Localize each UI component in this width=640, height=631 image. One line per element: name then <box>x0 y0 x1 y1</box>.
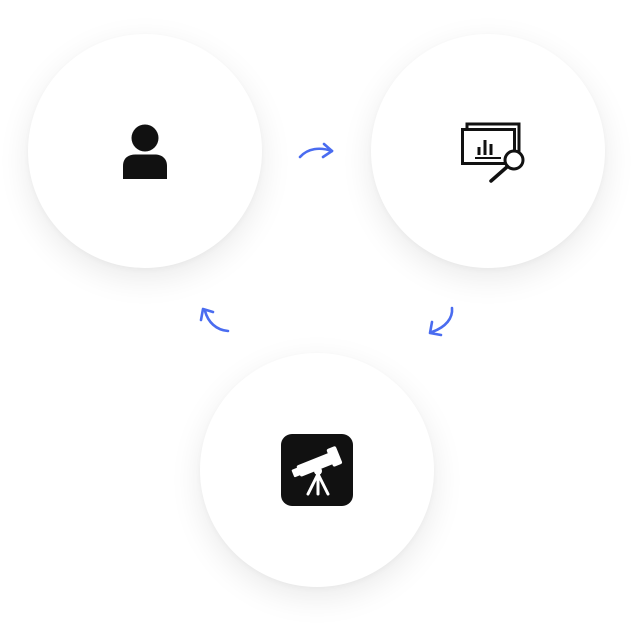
user-node <box>28 34 262 268</box>
observe-node <box>200 353 434 587</box>
curved-arrow-down-left-icon <box>428 306 454 337</box>
analytics-node <box>371 34 605 268</box>
curved-arrow-right-icon <box>298 142 334 159</box>
telescope-icon <box>281 434 353 506</box>
report-search-icon <box>461 122 525 183</box>
user-icon <box>123 124 167 179</box>
curved-arrow-up-left-icon <box>199 307 230 333</box>
